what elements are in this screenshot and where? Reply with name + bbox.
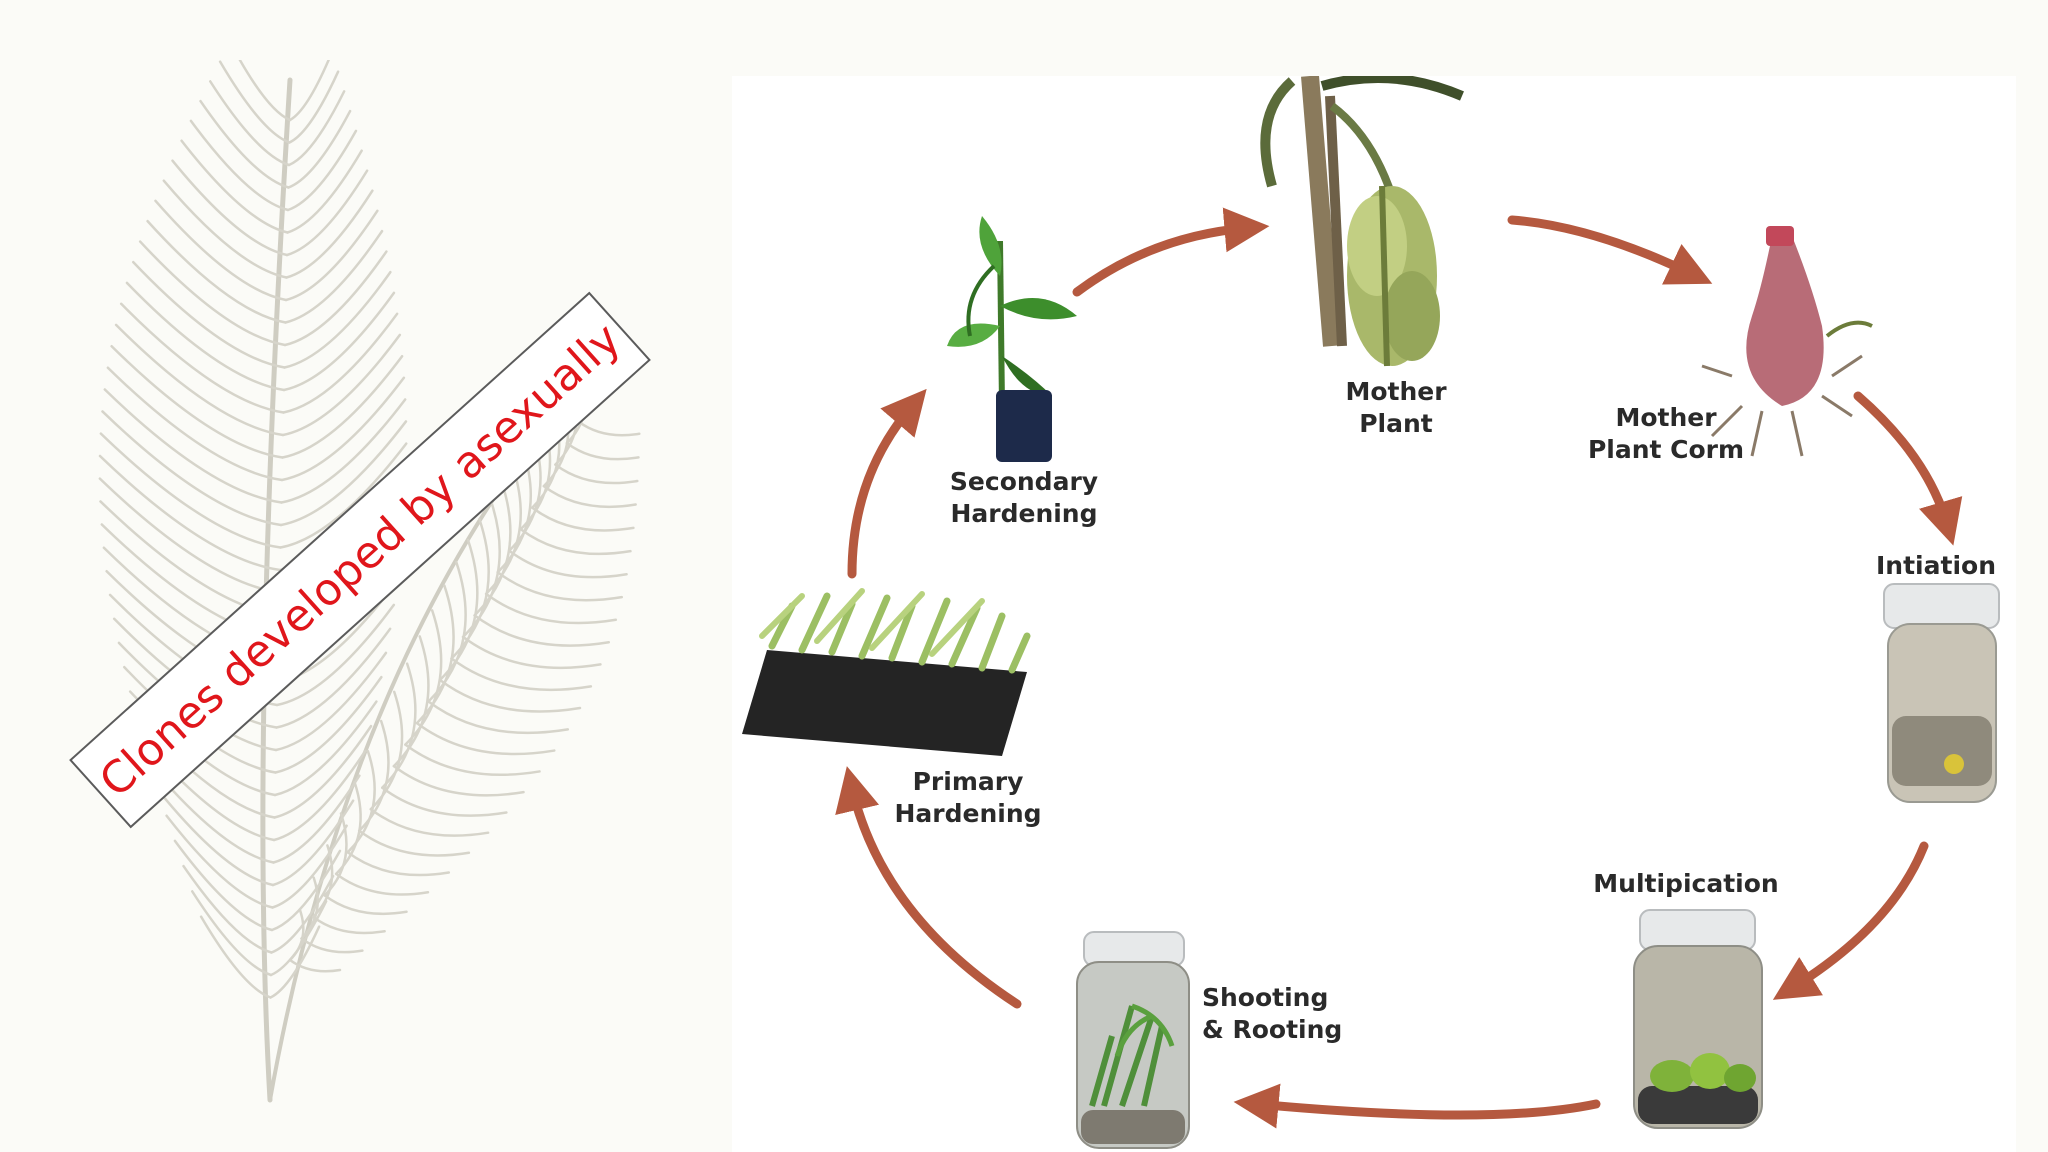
culture-jar-icon xyxy=(1884,584,1999,802)
label-mother-plant: Mother Plant xyxy=(1345,376,1446,440)
arrow-primary-to-secondary xyxy=(852,406,912,574)
culture-jar-plantlets-icon xyxy=(1077,932,1189,1148)
label-secondary-hardening: Secondary Hardening xyxy=(950,466,1098,530)
arrow-mother-to-corm xyxy=(1512,220,1692,274)
label-shooting-rooting: Shooting & Rooting xyxy=(1202,982,1342,1046)
label-initiation: Intiation xyxy=(1876,550,1996,582)
label-multiplication: Multipication xyxy=(1593,868,1778,900)
tissue-culture-cycle-diagram: Mother Plant Mother Plant Corm Intiation… xyxy=(732,76,2016,1152)
potted-plant-icon xyxy=(947,216,1077,462)
arrow-secondary-to-mother xyxy=(1077,228,1247,292)
culture-jar-shoots-icon xyxy=(1634,910,1762,1128)
arrow-multiplication-to-shooting xyxy=(1256,1104,1596,1115)
label-primary-hardening: Primary Hardening xyxy=(894,766,1041,830)
arrow-corm-to-initiation xyxy=(1858,396,1947,524)
seedling-tray-icon xyxy=(742,591,1027,756)
banana-plant-with-fruit-icon xyxy=(1265,76,1462,366)
arrow-initiation-to-multiplication xyxy=(1792,846,1924,988)
label-mother-plant-corm: Mother Plant Corm xyxy=(1588,402,1744,466)
